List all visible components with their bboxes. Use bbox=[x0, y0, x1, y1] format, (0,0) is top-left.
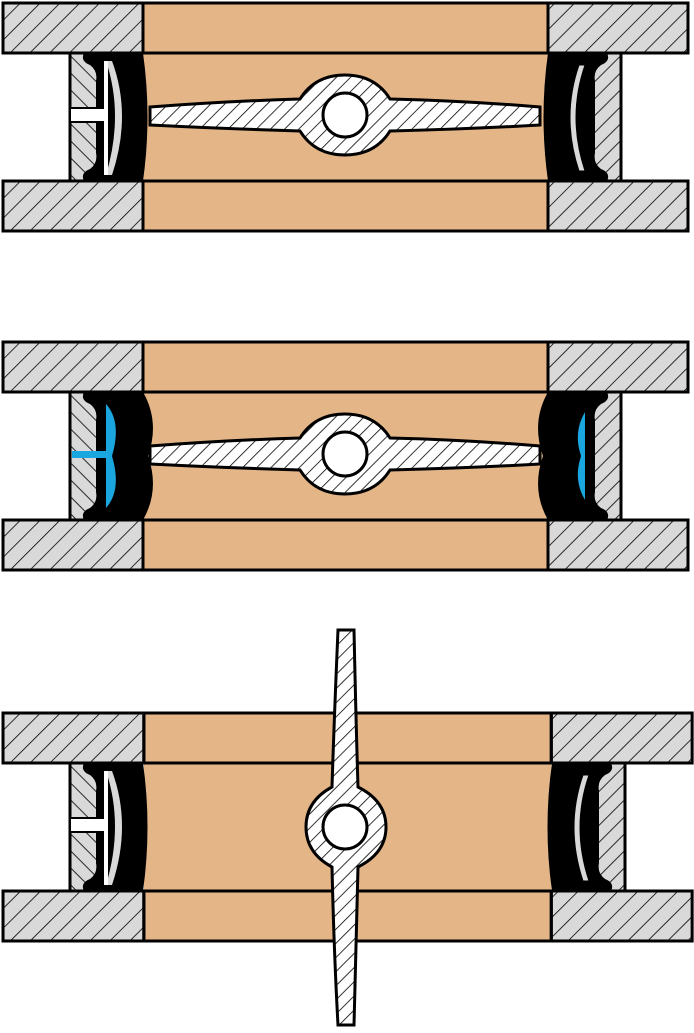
left-seal-pressurized bbox=[68, 390, 153, 522]
right-seal bbox=[542, 51, 623, 183]
shaft bbox=[321, 430, 369, 478]
shaft bbox=[321, 803, 369, 851]
right-seal bbox=[546, 761, 627, 893]
disc bbox=[148, 73, 542, 157]
panel-closed-unpressurized bbox=[1, 1, 690, 233]
disc bbox=[148, 412, 542, 496]
panel-open bbox=[1, 628, 694, 1027]
right-seal-pressurized bbox=[538, 390, 623, 522]
left-seal bbox=[68, 51, 149, 183]
left-seal bbox=[68, 761, 149, 893]
shaft bbox=[321, 91, 369, 139]
disc-open bbox=[304, 628, 388, 1027]
panel-closed-pressurized bbox=[1, 340, 690, 572]
